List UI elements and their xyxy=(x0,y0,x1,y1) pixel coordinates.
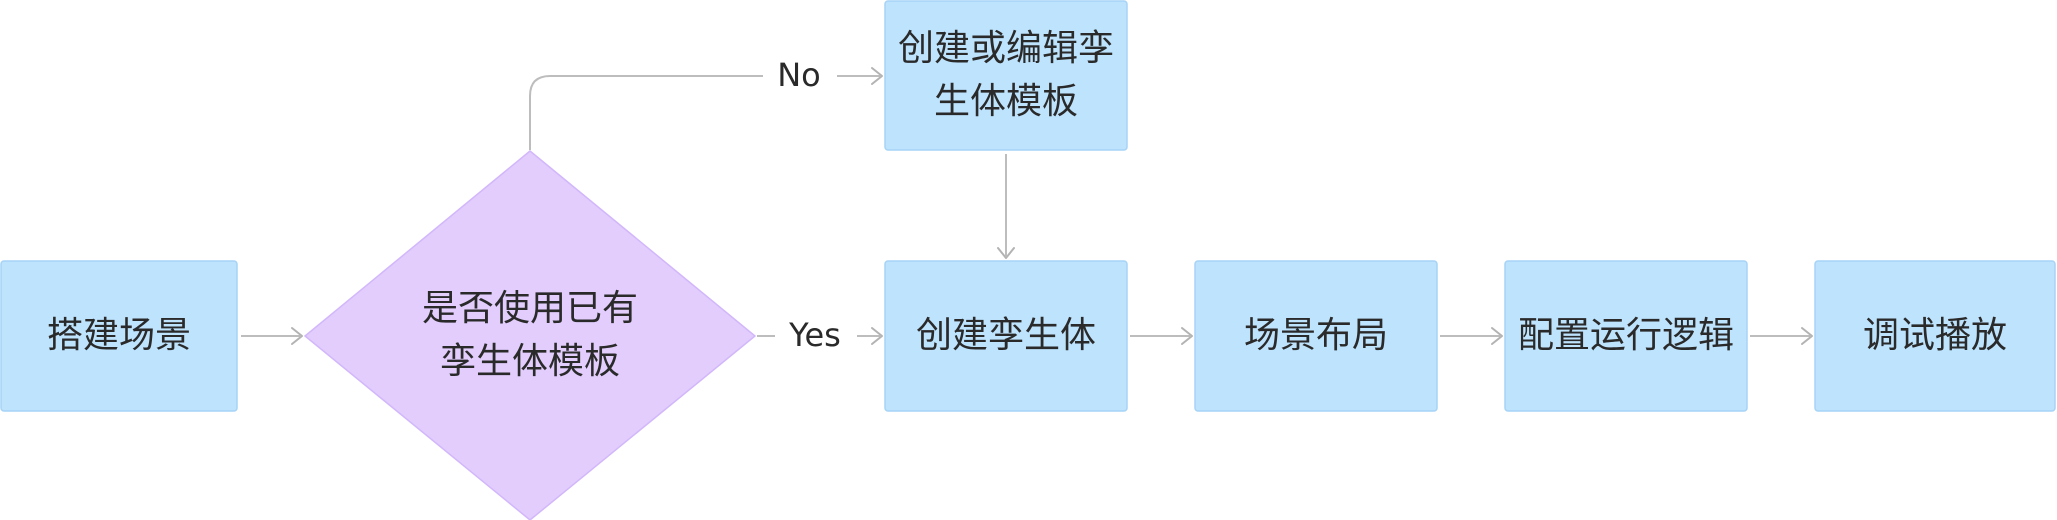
node-build-scene: 搭建场景 xyxy=(0,260,238,412)
edge-decision-yes: Yes xyxy=(757,316,883,354)
edge-label-no: No xyxy=(777,56,821,94)
edge-logic-to-debug xyxy=(1750,327,1813,345)
node-debug-play-label: 调试播放 xyxy=(1863,315,2007,356)
node-config-logic-label: 配置运行逻辑 xyxy=(1518,315,1734,356)
node-create-template-label-line1: 创建或编辑孪 xyxy=(898,28,1114,69)
node-create-twin-label: 创建孪生体 xyxy=(916,315,1096,356)
node-create-twin: 创建孪生体 xyxy=(884,260,1128,412)
arrowhead-icon xyxy=(1181,327,1193,345)
node-decision-label-line2: 孪生体模板 xyxy=(440,341,620,382)
edge-template-to-twin xyxy=(997,154,1015,259)
arrowhead-icon xyxy=(871,67,883,85)
node-debug-play: 调试播放 xyxy=(1814,260,2056,412)
arrowhead-icon xyxy=(871,327,883,345)
edge-build-to-decision xyxy=(241,327,303,345)
node-decision-label-line1: 是否使用已有 xyxy=(422,288,638,329)
node-decision: 是否使用已有 孪生体模板 xyxy=(303,150,757,520)
node-build-scene-label: 搭建场景 xyxy=(47,315,191,356)
edge-decision-no: No xyxy=(529,56,883,150)
node-scene-layout-label: 场景布局 xyxy=(1244,315,1388,356)
arrowhead-icon xyxy=(1801,327,1813,345)
edge-layout-to-logic xyxy=(1440,327,1503,345)
node-config-logic: 配置运行逻辑 xyxy=(1504,260,1748,412)
arrowhead-icon xyxy=(1491,327,1503,345)
node-create-template: 创建或编辑孪 生体模板 xyxy=(884,0,1128,151)
arrowhead-icon xyxy=(997,247,1015,259)
edge-twin-to-layout xyxy=(1130,327,1193,345)
node-create-template-label-line2: 生体模板 xyxy=(934,81,1078,122)
arrowhead-icon xyxy=(291,327,303,345)
node-scene-layout: 场景布局 xyxy=(1194,260,1438,412)
edge-label-yes: Yes xyxy=(788,316,841,354)
